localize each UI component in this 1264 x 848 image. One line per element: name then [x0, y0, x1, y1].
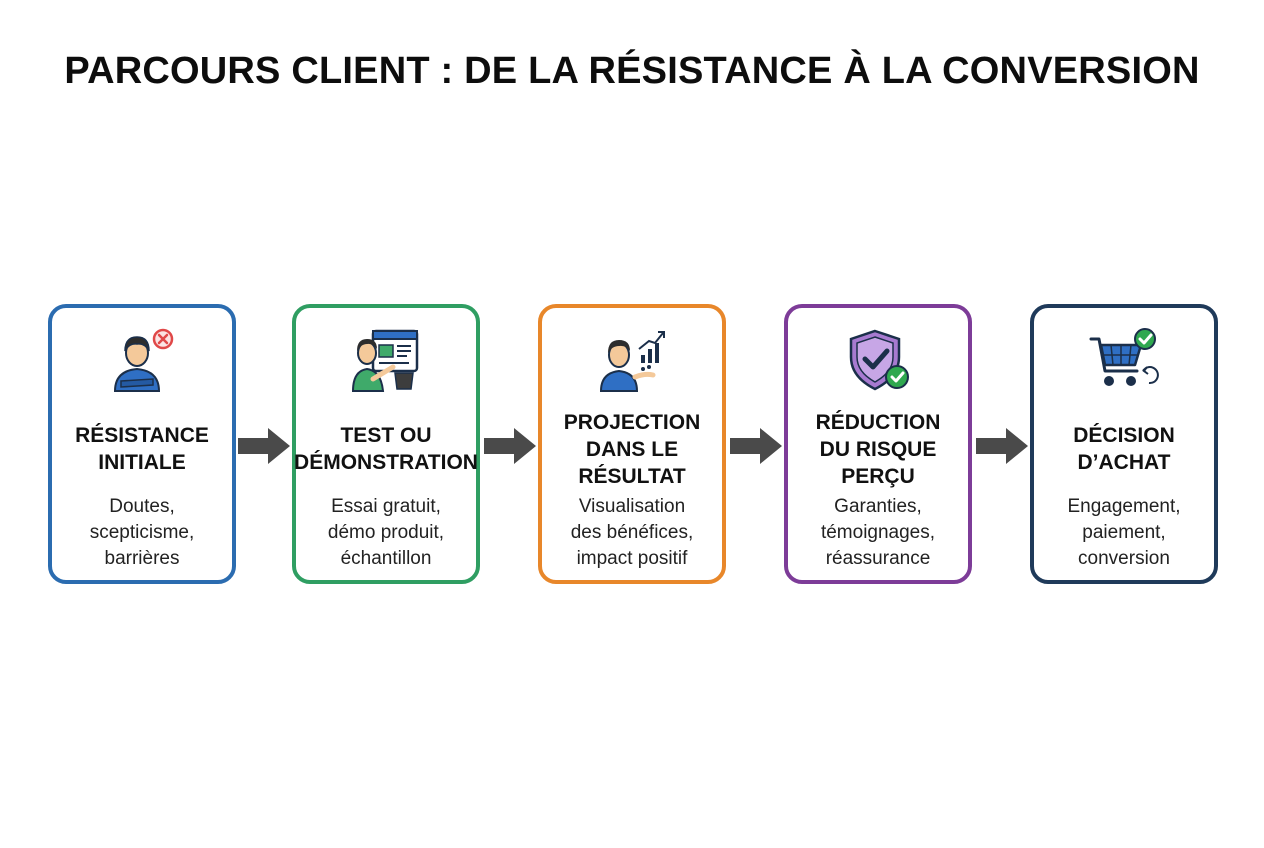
step-card-resistance: RÉSISTANCE INITIALE Doutes, scepticisme,… [48, 304, 236, 584]
step-card-test-demo: TEST OU DÉMONSTRATION Essai gratuit, dém… [292, 304, 480, 584]
step-heading: RÉDUCTION DU RISQUE PERÇU [815, 410, 941, 488]
step-description: Visualisation des bénéfices, impact posi… [570, 496, 694, 569]
step-card-projection: PROJECTION DANS LE RÉSULTAT Visualisatio… [538, 304, 726, 584]
step-description: Doutes, scepticisme, barrières [89, 496, 195, 569]
arrow-right-icon [976, 428, 1028, 464]
page-title: PARCOURS CLIENT : DE LA RÉSISTANCE À LA … [64, 50, 1200, 92]
person-crossed-arms-icon [52, 326, 232, 394]
step-description: Garanties, témoignages, réassurance [820, 496, 936, 569]
step-heading: TEST OU DÉMONSTRATION [294, 424, 478, 474]
shopping-cart-check-icon [1034, 326, 1214, 394]
step-description: Engagement, paiement, conversion [1067, 496, 1181, 569]
step-heading: PROJECTION DANS LE RÉSULTAT [563, 410, 701, 488]
arrow-right-icon [730, 428, 782, 464]
step-heading: RÉSISTANCE INITIALE [75, 424, 209, 474]
person-at-screen-icon [296, 326, 476, 394]
person-growth-chart-icon [542, 326, 722, 394]
step-card-risk-reduction: RÉDUCTION DU RISQUE PERÇU Garanties, tém… [784, 304, 972, 584]
step-heading: DÉCISION D’ACHAT [1073, 424, 1175, 474]
shield-check-icon [788, 326, 968, 394]
step-card-purchase-decision: DÉCISION D’ACHAT Engagement, paiement, c… [1030, 304, 1218, 584]
arrow-right-icon [484, 428, 536, 464]
arrow-right-icon [238, 428, 290, 464]
step-description: Essai gratuit, démo produit, échantillon [327, 496, 445, 569]
